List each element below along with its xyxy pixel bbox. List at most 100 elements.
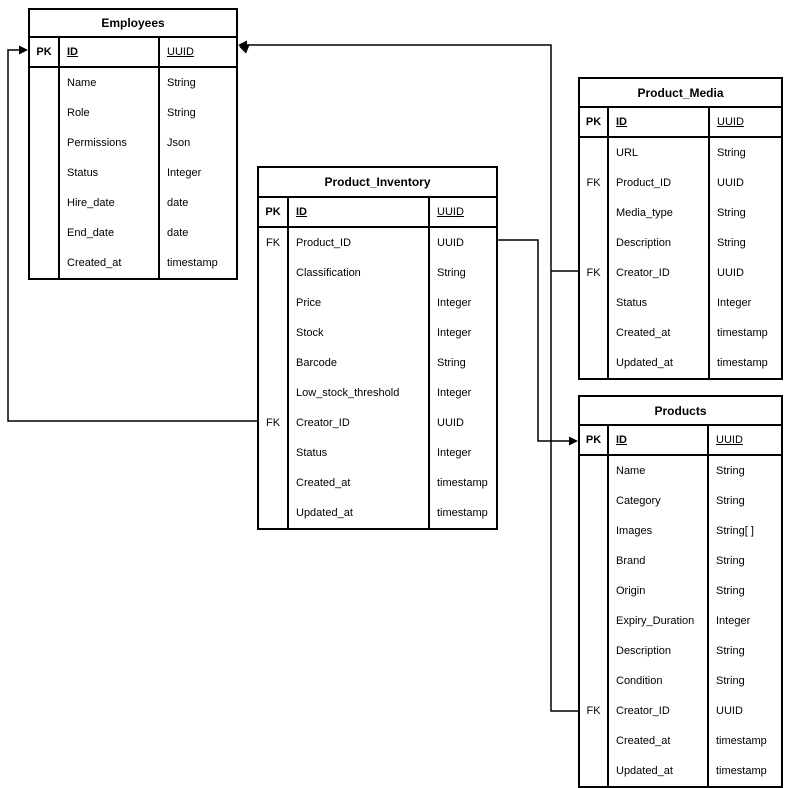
column-type: String: [716, 675, 745, 687]
column-type: timestamp: [437, 507, 488, 519]
column-name: Origin: [616, 585, 646, 597]
column-type: String: [437, 267, 466, 279]
column-type: String: [716, 555, 745, 567]
table-employees: Employees PK ID UUID Name String Role St…: [28, 8, 238, 280]
column-name: Created_at: [67, 257, 122, 269]
column-type: timestamp: [437, 477, 488, 489]
table-row: Price Integer: [259, 288, 496, 318]
pk-column-name: ID: [616, 434, 627, 446]
pk-label: PK: [36, 46, 52, 58]
table-row: Name String: [580, 456, 781, 486]
column-type: String: [716, 495, 745, 507]
column-type: date: [167, 227, 189, 239]
column-type: timestamp: [716, 765, 767, 777]
table-rows: FK Product_ID UUID Classification String…: [259, 228, 496, 528]
column-type: UUID: [717, 177, 744, 189]
table-title: Product_Inventory: [259, 168, 496, 198]
edge-inventory-product-to-products-id: [497, 239, 578, 446]
table-header-row: PK ID UUID: [259, 198, 496, 228]
table-row: Created_at timestamp: [30, 248, 236, 278]
column-type: String: [716, 465, 745, 477]
table-row: FK Product_ID UUID: [259, 228, 496, 258]
column-name: Created_at: [616, 735, 671, 747]
table-row: FK Creator_ID UUID: [580, 696, 781, 726]
column-type: UUID: [437, 417, 464, 429]
table-header-row: PK ID UUID: [580, 108, 781, 138]
fk-label: FK: [586, 177, 601, 189]
column-name: Media_type: [616, 207, 673, 219]
column-name: Created_at: [616, 327, 671, 339]
pk-label: PK: [585, 116, 602, 128]
fk-label: FK: [586, 267, 601, 279]
table-row: FK Creator_ID UUID: [580, 258, 781, 288]
column-type: timestamp: [717, 327, 768, 339]
table-row: URL String: [580, 138, 781, 168]
table-row: FK Creator_ID UUID: [259, 408, 496, 438]
table-row: Low_stock_threshold Integer: [259, 378, 496, 408]
pk-column-type: UUID: [437, 206, 464, 218]
column-type: timestamp: [716, 735, 767, 747]
column-type: String: [437, 357, 466, 369]
column-name: Updated_at: [616, 765, 673, 777]
column-divider: [287, 198, 289, 528]
pk-label: PK: [585, 434, 602, 446]
table-row: Status Integer: [30, 158, 236, 188]
column-name: Creator_ID: [296, 417, 350, 429]
table-product-inventory: Product_Inventory PK ID UUID FK Product_…: [257, 166, 498, 530]
column-type: Integer: [437, 297, 472, 309]
table-rows: URL String FK Product_ID UUID Media_type…: [580, 138, 781, 378]
column-name: Creator_ID: [616, 267, 670, 279]
column-type: String: [717, 207, 746, 219]
column-name: Name: [67, 77, 97, 89]
column-type: String[ ]: [716, 525, 754, 537]
pk-column-name: ID: [296, 206, 307, 218]
table-row: Origin String: [580, 576, 781, 606]
column-name: Description: [616, 645, 672, 657]
table-row: Media_type String: [580, 198, 781, 228]
column-divider: [158, 38, 160, 278]
table-row: Permissions Json: [30, 128, 236, 158]
column-name: URL: [616, 147, 639, 159]
column-name: Status: [67, 167, 99, 179]
column-divider: [428, 198, 430, 528]
table-row: Updated_at timestamp: [580, 756, 781, 786]
column-name: Low_stock_threshold: [296, 387, 400, 399]
column-divider: [607, 426, 609, 786]
table-row: Name String: [30, 68, 236, 98]
table-rows: Name String Category String Images Strin…: [580, 456, 781, 786]
column-name: Barcode: [296, 357, 337, 369]
table-row: Updated_at timestamp: [580, 348, 781, 378]
table-row: Status Integer: [580, 288, 781, 318]
column-name: Classification: [296, 267, 361, 279]
column-name: Creator_ID: [616, 705, 670, 717]
column-name: Expiry_Duration: [616, 615, 695, 627]
table-row: Hire_date date: [30, 188, 236, 218]
table-header-row: PK ID UUID: [30, 38, 236, 68]
column-type: UUID: [717, 267, 744, 279]
table-row: Status Integer: [259, 438, 496, 468]
table-title: Employees: [30, 10, 236, 38]
column-divider: [58, 38, 60, 278]
pk-column-type: UUID: [716, 434, 743, 446]
table-row: Updated_at timestamp: [259, 498, 496, 528]
column-type: Json: [167, 137, 191, 149]
column-type: timestamp: [167, 257, 218, 269]
table-row: Images String[ ]: [580, 516, 781, 546]
table-title: Products: [580, 397, 781, 426]
column-type: timestamp: [717, 357, 768, 369]
column-divider: [707, 426, 709, 786]
column-name: Permissions: [67, 137, 127, 149]
column-name: Brand: [616, 555, 646, 567]
table-row: Role String: [30, 98, 236, 128]
column-name: Name: [616, 465, 646, 477]
table-row: Created_at timestamp: [580, 726, 781, 756]
table-row: Condition String: [580, 666, 781, 696]
table-row: FK Product_ID UUID: [580, 168, 781, 198]
column-name: Price: [296, 297, 322, 309]
column-name: End_date: [67, 227, 115, 239]
column-type: Integer: [437, 387, 472, 399]
fk-label: FK: [265, 417, 281, 429]
column-type: UUID: [437, 237, 464, 249]
table-row: Expiry_Duration Integer: [580, 606, 781, 636]
pk-column-type: UUID: [167, 46, 194, 58]
